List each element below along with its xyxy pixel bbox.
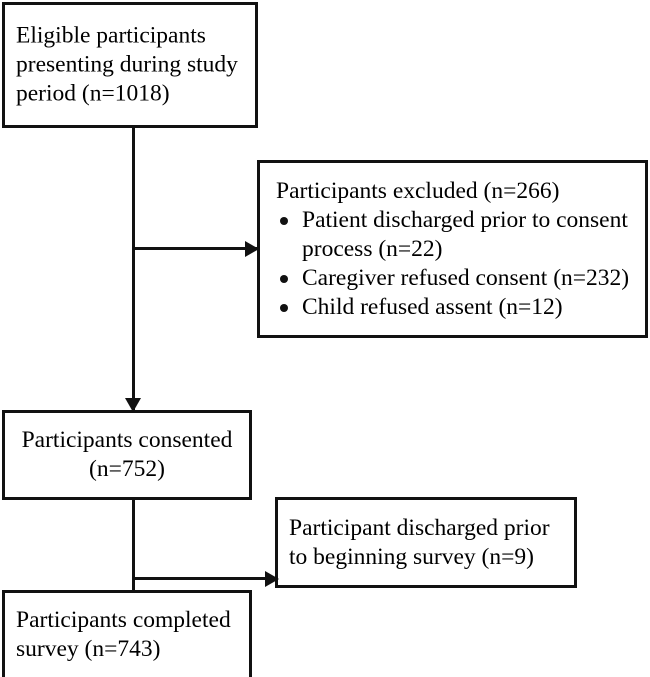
- bullet-icon: [280, 304, 288, 312]
- node-eligible-text: Eligible participants presenting during …: [16, 22, 247, 109]
- text-line: to beginning survey (n=9): [289, 543, 534, 570]
- text-line: period (n=1018): [16, 80, 170, 107]
- node-completed-text: Participants completed survey (n=743): [16, 606, 241, 664]
- node-consented-text: Participants consented (n=752): [13, 426, 241, 484]
- list-item-label: Child refused assent (n=12): [302, 294, 563, 320]
- node-participant-discharged: Participant discharged prior to beginnin…: [275, 497, 577, 588]
- text-line: Participants consented: [21, 427, 233, 453]
- bullet-icon: [280, 217, 288, 225]
- text-line: Participants completed: [16, 607, 231, 633]
- connector-consented-to-completed: [132, 500, 135, 592]
- node-participants-completed-survey: Participants completed survey (n=743): [2, 590, 252, 677]
- arrowhead-right-icon: [265, 571, 279, 587]
- text-line: presenting during study: [16, 51, 238, 78]
- list-item-label: Patient discharged prior to consent proc…: [302, 207, 628, 262]
- node-excluded-text: Participants excluded (n=266) Patient di…: [276, 177, 637, 322]
- exclusion-reason-list: Patient discharged prior to consent proc…: [276, 206, 637, 322]
- list-item: Child refused assent (n=12): [276, 293, 637, 322]
- text-line: Eligible participants: [16, 22, 206, 49]
- list-item: Patient discharged prior to consent proc…: [276, 206, 637, 264]
- list-item-label: Caregiver refused consent (n=232): [302, 265, 630, 291]
- text-line: (n=752): [89, 456, 165, 482]
- connector-eligible-to-consented: [132, 128, 135, 412]
- node-participants-excluded: Participants excluded (n=266) Patient di…: [257, 160, 648, 338]
- list-item: Caregiver refused consent (n=232): [276, 264, 637, 293]
- text-line: survey (n=743): [16, 636, 161, 662]
- node-eligible-participants: Eligible participants presenting during …: [2, 2, 258, 128]
- connector-eligible-to-excluded: [132, 247, 258, 250]
- node-discharged-text: Participant discharged prior to beginnin…: [289, 514, 566, 572]
- node-participants-consented: Participants consented (n=752): [2, 410, 252, 500]
- node-excluded-heading: Participants excluded (n=266): [276, 178, 560, 204]
- arrowhead-down-icon: [125, 398, 141, 412]
- arrowhead-right-icon: [245, 241, 259, 257]
- bullet-icon: [280, 275, 288, 283]
- text-line: Participant discharged prior: [289, 514, 550, 541]
- connector-consented-to-discharged: [132, 577, 278, 580]
